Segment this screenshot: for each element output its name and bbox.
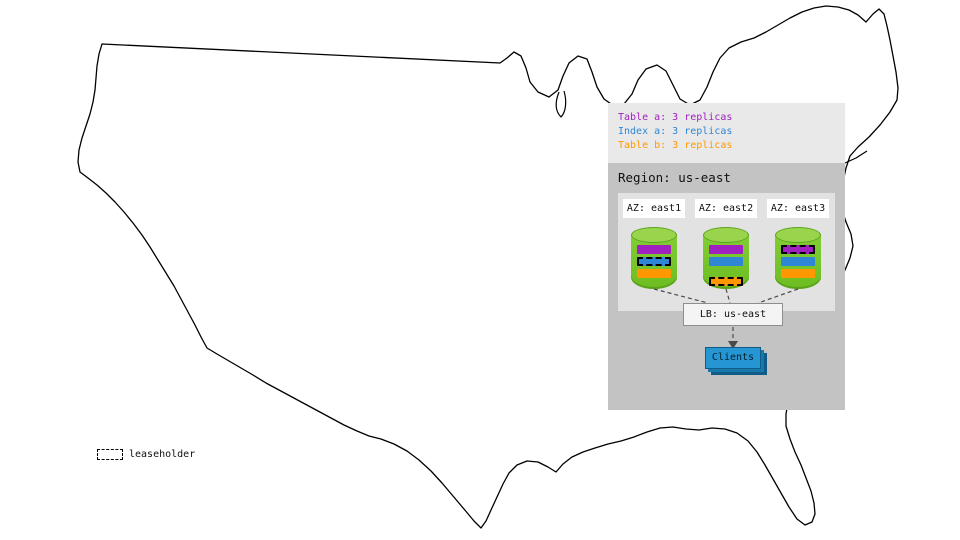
replica-bar-table-b bbox=[709, 277, 743, 286]
region-panel: Region: us-east AZ: east1 AZ: east2 bbox=[608, 163, 845, 410]
replica-bar-table-a bbox=[781, 245, 815, 254]
replica-bar-table-a bbox=[709, 245, 743, 254]
replica-bar-index-a bbox=[637, 257, 671, 266]
replica-bar-table-a bbox=[637, 245, 671, 254]
long-island-path bbox=[844, 150, 868, 164]
lake-michigan-path bbox=[555, 90, 567, 118]
legend-item-table-b: Table b: 3 replicas bbox=[618, 140, 733, 151]
replica-bar-index-a bbox=[781, 257, 815, 266]
legend-item-table-a: Table a: 3 replicas bbox=[618, 112, 733, 123]
replica-legend-panel: Table a: 3 replicas Index a: 3 replicas … bbox=[608, 103, 845, 163]
az-column-east2: AZ: east2 bbox=[693, 193, 759, 311]
replica-bar-index-a bbox=[709, 257, 743, 266]
region-title: Region: us-east bbox=[618, 170, 731, 185]
az-label: AZ: east1 bbox=[623, 199, 685, 218]
cylinder-top bbox=[631, 227, 677, 243]
database-cylinder bbox=[775, 227, 821, 289]
leaseholder-label: leaseholder bbox=[129, 449, 196, 460]
leaseholder-swatch-icon bbox=[97, 449, 123, 460]
clients-box: Clients bbox=[705, 347, 761, 369]
database-cylinder bbox=[703, 227, 749, 289]
cylinder-top bbox=[703, 227, 749, 243]
database-cylinder bbox=[631, 227, 677, 289]
az-label: AZ: east3 bbox=[767, 199, 829, 218]
replica-bar-table-b bbox=[637, 269, 671, 278]
cylinder-top bbox=[775, 227, 821, 243]
legend-item-index-a: Index a: 3 replicas bbox=[618, 126, 733, 137]
az-column-east3: AZ: east3 bbox=[765, 193, 831, 311]
az-column-east1: AZ: east1 bbox=[621, 193, 687, 311]
leaseholder-legend: leaseholder bbox=[97, 449, 195, 460]
load-balancer-box: LB: us-east bbox=[683, 303, 783, 326]
az-label: AZ: east2 bbox=[695, 199, 757, 218]
replica-bar-table-b bbox=[781, 269, 815, 278]
az-strip: AZ: east1 AZ: east2 bbox=[618, 193, 835, 311]
